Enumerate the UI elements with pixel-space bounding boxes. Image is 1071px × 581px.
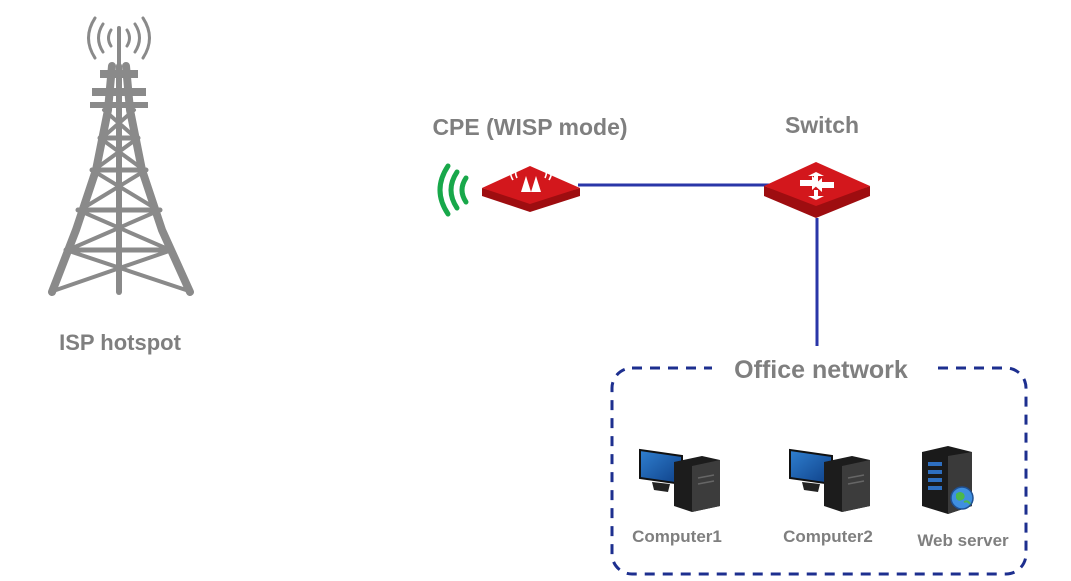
web-server-label: Web server	[917, 531, 1009, 550]
cpe-label: CPE (WISP mode)	[432, 114, 627, 140]
office-network-label: Office network	[734, 356, 908, 384]
wifi-signal-icon	[437, 163, 469, 217]
computer2-label: Computer2	[783, 527, 873, 546]
computer2-icon	[789, 448, 870, 512]
radio-tower-icon	[48, 16, 194, 296]
web-server-icon	[922, 446, 974, 514]
cpe-router-icon	[482, 163, 580, 212]
computer1-label: Computer1	[632, 527, 722, 546]
switch-icon	[764, 162, 870, 218]
computer1-icon	[639, 448, 720, 512]
switch-label: Switch	[785, 112, 859, 138]
isp-hotspot-label: ISP hotspot	[59, 330, 181, 355]
